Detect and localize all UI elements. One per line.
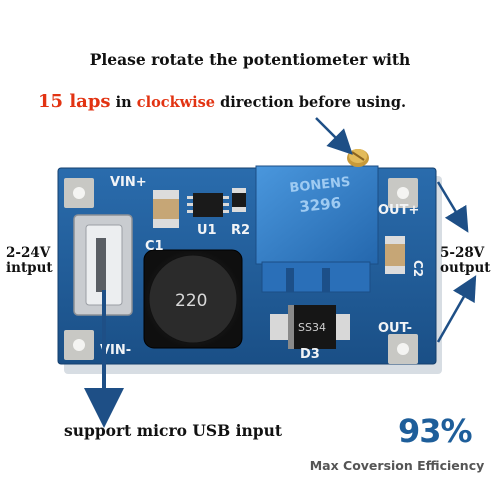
input-voltage: 2-24V <box>6 245 51 261</box>
diode-marking: SS34 <box>298 321 326 334</box>
pot-model: 3296 <box>299 194 342 216</box>
micro-usb-connector <box>73 214 133 316</box>
silk-d3: D3 <box>300 347 320 362</box>
direction-word: clockwise <box>136 94 215 111</box>
instruction-line-1: Please rotate the potentiometer with <box>89 50 411 69</box>
adjustment-screw <box>347 149 369 167</box>
pot-brand: BONENS <box>289 175 351 196</box>
output-voltage-label: 5-28V output <box>440 246 491 276</box>
chip-u1 <box>187 193 229 217</box>
solder-pads <box>64 178 418 364</box>
silk-r2: R2 <box>231 223 250 238</box>
diode-d3 <box>270 305 350 349</box>
silk-out-minus: OUT- <box>378 321 412 336</box>
potentiometer <box>255 165 379 293</box>
resistor-r2 <box>232 188 246 212</box>
instruction-rest: direction before using. <box>220 94 406 111</box>
silk-vin-plus: VIN+ <box>110 175 147 190</box>
annotation-arrows <box>84 117 477 428</box>
output-text: output <box>440 260 491 276</box>
inductor-marking: 220 <box>175 291 207 311</box>
arrow-out-minus <box>436 275 477 343</box>
silk-c2: C2 <box>411 260 425 277</box>
silk-c1: C1 <box>145 239 164 254</box>
arrow-out-plus <box>436 181 469 233</box>
silk-u1: U1 <box>197 223 217 238</box>
silk-out-plus: OUT+ <box>378 203 419 218</box>
efficiency-value: 93% <box>398 412 473 450</box>
silk-vin-minus: VIN- <box>100 343 131 358</box>
instruction-in: in <box>115 94 132 111</box>
output-voltage: 5-28V <box>440 245 485 261</box>
usb-input-note: support micro USB input <box>64 421 282 440</box>
efficiency-label: Max Coversion Efficiency <box>309 458 485 473</box>
capacitor-c1 <box>153 190 179 228</box>
arrow-to-potentiometer <box>315 117 353 155</box>
input-voltage-label: 2-24V intput <box>6 246 53 276</box>
inductor-220 <box>143 249 243 349</box>
capacitor-c2 <box>385 236 405 274</box>
input-text: intput <box>6 260 53 276</box>
instruction-line-2: 15 laps in clockwise direction before us… <box>38 91 406 112</box>
laps-count: 15 laps <box>38 91 111 112</box>
